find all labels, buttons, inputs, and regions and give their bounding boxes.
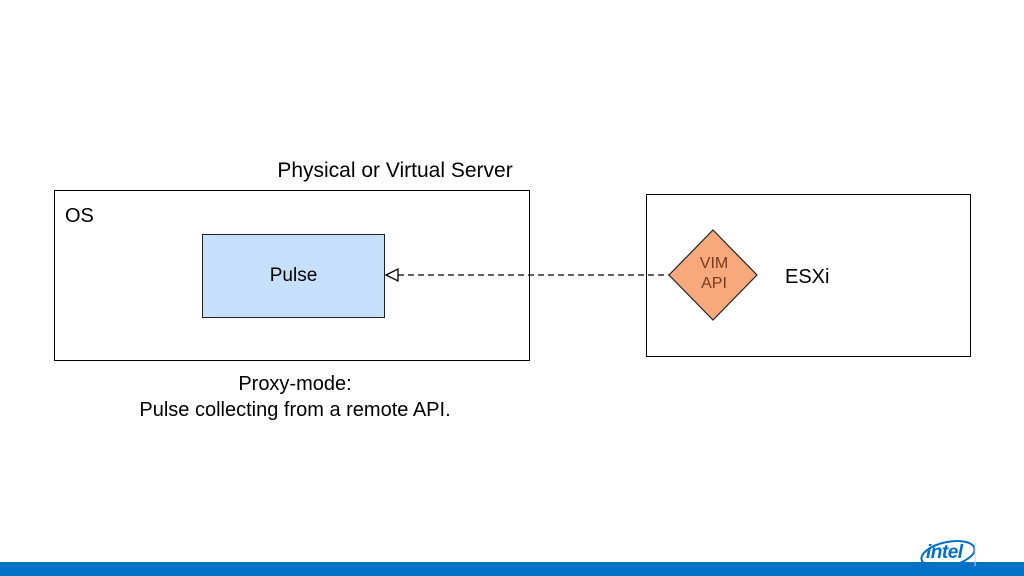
caption-line-2: Pulse collecting from a remote API.: [139, 399, 451, 421]
esxi-box: [646, 194, 971, 357]
server-title: Physical or Virtual Server: [277, 159, 513, 182]
os-label: OS: [65, 205, 94, 227]
esxi-label: ESXi: [785, 266, 830, 288]
arrowhead-icon: [384, 267, 399, 283]
intel-logo: intel: [926, 542, 963, 563]
pulse-box: Pulse: [202, 234, 385, 318]
pulse-label: Pulse: [269, 265, 318, 286]
caption-line-1: Proxy-mode:: [238, 373, 352, 395]
diagram-caption: Proxy-mode: Pulse collecting from a remo…: [60, 371, 530, 423]
vim-api-label-line1: VIM: [699, 255, 729, 272]
vim-api-label: VIM API: [668, 254, 760, 294]
footer-bar: [0, 562, 1024, 576]
vim-api-label-line2: API: [701, 275, 727, 292]
vim-api-diamond: [668, 229, 758, 321]
